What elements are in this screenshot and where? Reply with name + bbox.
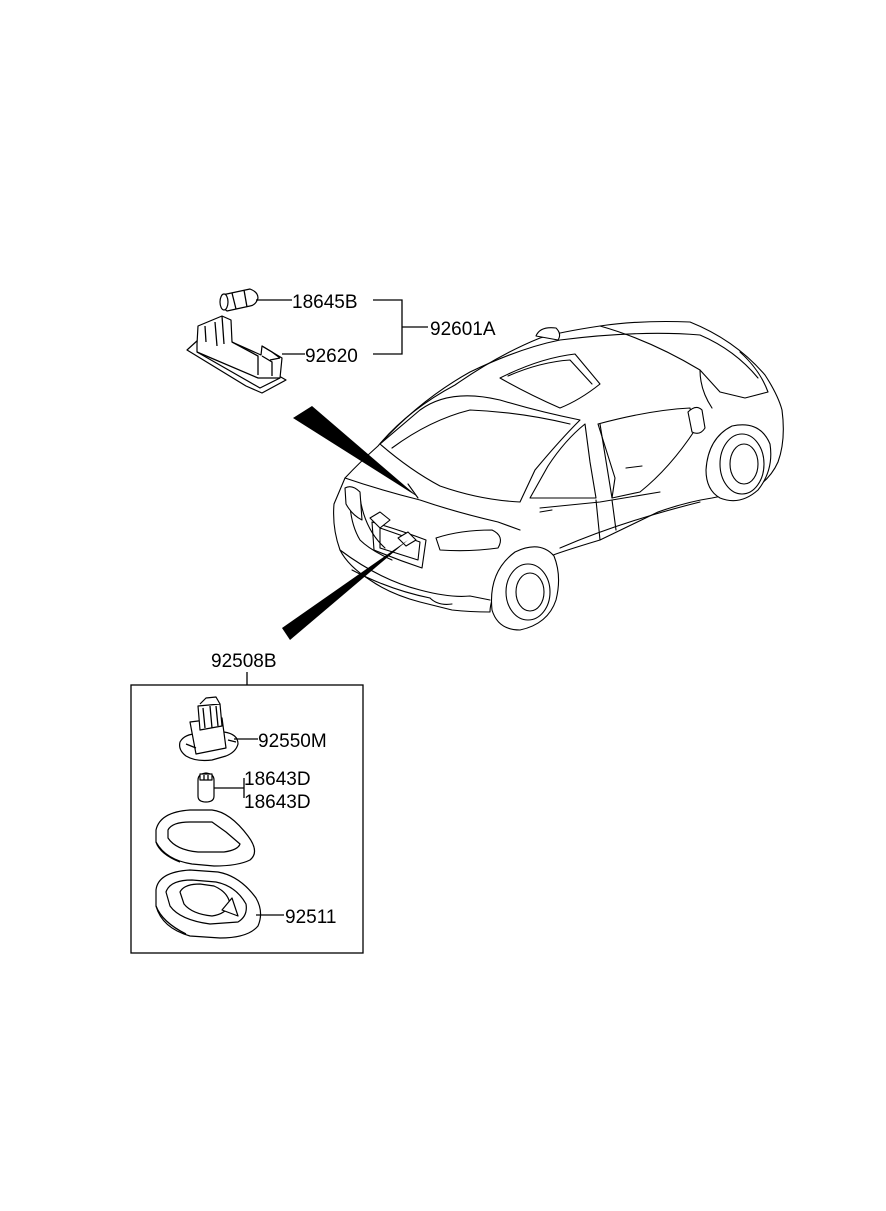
label-92508b: 92508B [211,651,277,672]
lens-housing-92511-drawing [155,869,262,939]
label-18643d-1: 18643D [244,769,311,790]
label-92620: 92620 [305,346,358,367]
lamp-housing-92620-drawing [186,315,287,394]
label-92511: 92511 [285,907,336,928]
label-92601a: 92601A [430,319,496,340]
bracket-92601a [373,299,428,355]
bulb-18645b-drawing [219,288,259,312]
bulb-18643d-drawing [197,772,215,803]
label-18645b: 18645B [292,292,358,313]
callout-wedge-upper [293,406,418,497]
gasket-drawing [155,809,256,867]
assembly-92508b-box [130,684,364,954]
label-92550m: 92550M [258,731,327,752]
label-18643d-2: 18643D [244,792,311,813]
callout-wedge-lower [282,540,408,640]
leader-18643d [214,778,245,798]
car-drawing [333,320,784,631]
socket-92550m-drawing [179,696,239,762]
